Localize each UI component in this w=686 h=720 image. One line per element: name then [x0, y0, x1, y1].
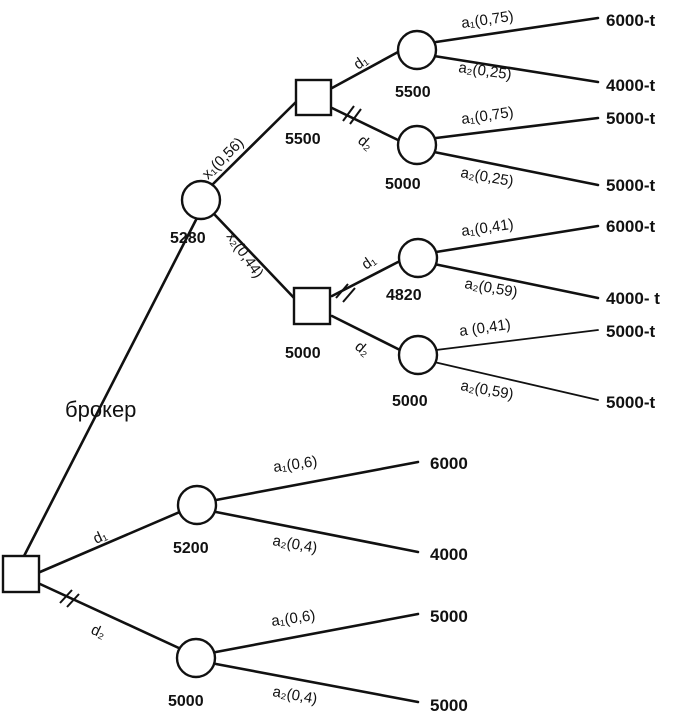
outcome-value: 4000 [430, 545, 468, 564]
upper-decision-node [294, 78, 333, 117]
branch-label-d1: d₁ [91, 527, 110, 548]
lower-chance-node-b [397, 334, 439, 376]
edge-out [434, 116, 600, 140]
branch-label-a1: a₁(0,6) [272, 453, 318, 476]
edge-x1 [210, 98, 300, 187]
node-value: 5000 [385, 176, 421, 193]
node-value: 5000 [392, 393, 428, 410]
node-value: 5000 [168, 693, 204, 710]
edge-x2 [213, 213, 298, 302]
edge-out [432, 54, 600, 84]
branch-label-a2: a₂(0,59) [459, 377, 515, 403]
outcome-value: 5000-t [606, 322, 655, 341]
branch-label-a2: a₂(0,4) [271, 532, 318, 557]
broker-label: брокер [65, 397, 136, 422]
edge-out [434, 16, 600, 44]
node-value: 4820 [386, 287, 422, 304]
lower-decision-node [292, 286, 332, 326]
edge-out [214, 510, 420, 554]
edge-out [214, 662, 420, 704]
edge-root-d2 [38, 582, 196, 657]
broker-chance-node [180, 179, 222, 221]
branch-label-d1: d₁ [359, 252, 380, 274]
edge-out [434, 224, 600, 254]
branch-label-a2: a₂(0,25) [457, 59, 512, 83]
edge-root-broker [20, 210, 202, 562]
bottom-chance-node-a [176, 484, 218, 526]
edge-out [432, 150, 600, 187]
branch-label-x2: x₂(0,44) [223, 229, 267, 282]
cut-mark [335, 283, 349, 299]
outcome-value: 5000-t [606, 109, 655, 128]
root-decision-node [1, 554, 41, 594]
edge-out [432, 262, 600, 300]
branch-label-a2: a₂(0,25) [459, 164, 515, 190]
branch-label-d2: d₂ [354, 132, 376, 154]
bottom-chance-node-b [175, 637, 217, 679]
node-value: 5500 [395, 84, 431, 101]
branch-label-a2: a₂(0,4) [271, 683, 318, 708]
edge-out [435, 329, 599, 351]
edge-lower-d2 [330, 314, 402, 352]
lower-chance-node-a [397, 237, 439, 279]
outcome-value: 6000-t [606, 217, 655, 236]
branch-label-a1: a₁(0,75) [460, 8, 514, 32]
node-value: 5280 [170, 230, 206, 247]
branch-label-d1: d₁ [351, 52, 372, 74]
node-value: 5000 [285, 345, 321, 362]
cut-mark [66, 593, 80, 608]
outcome-value: 6000 [430, 454, 468, 473]
edge-out [433, 361, 599, 401]
outcome-value: 6000-t [606, 11, 655, 30]
cut-mark [342, 287, 356, 303]
branch-label-a1: a₁(0,41) [460, 216, 514, 240]
cut-mark [349, 108, 362, 125]
outcome-value: 4000- t [606, 289, 660, 308]
edge-out [214, 460, 420, 502]
upper-chance-node-b [396, 124, 438, 166]
branch-label-d2: d₂ [351, 338, 373, 360]
outcome-value: 5000 [430, 607, 468, 626]
outcome-value: 5000-t [606, 393, 655, 412]
node-value: 5200 [173, 540, 209, 557]
cut-mark [342, 105, 355, 122]
outcome-value: 5000-t [606, 176, 655, 195]
branch-label-a1: a₁(0,75) [460, 104, 514, 128]
outcome-value: 5000 [430, 696, 468, 715]
branch-label-a1: a (0,41) [458, 316, 512, 340]
upper-chance-node-a [396, 29, 438, 71]
outcome-value: 4000-t [606, 76, 655, 95]
branch-label-d2: d₂ [88, 621, 108, 642]
edge-upper-d2 [330, 106, 400, 142]
edge-root-d1 [38, 503, 198, 574]
cut-mark [59, 589, 73, 604]
edge-upper-d1 [330, 50, 400, 90]
branch-label-a1: a₁(0,6) [270, 607, 316, 630]
edge-out [214, 612, 420, 654]
node-value: 5500 [285, 131, 321, 148]
